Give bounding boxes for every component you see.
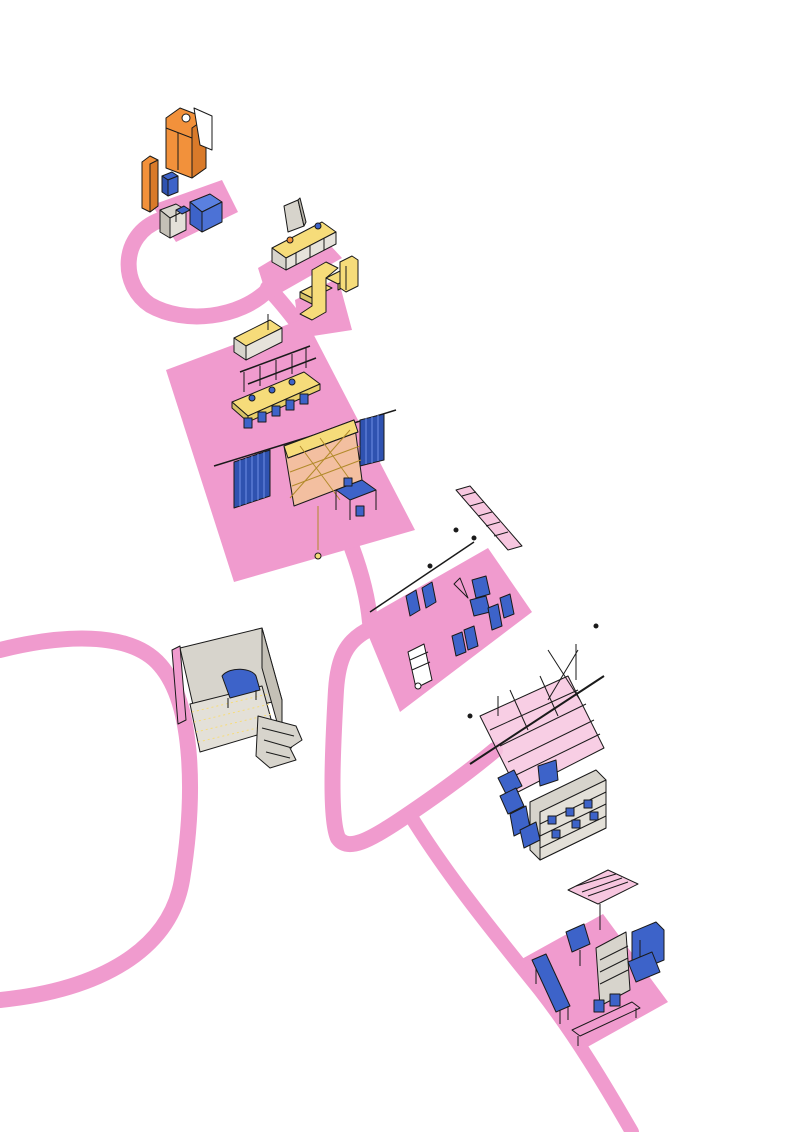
dressing-room-group	[141, 107, 223, 239]
path-middle-loop	[324, 620, 503, 852]
shelving-icon	[271, 221, 337, 271]
blue-cabinet-icon	[189, 193, 223, 233]
piano-room-group	[171, 627, 303, 769]
small-bench-icon	[233, 314, 283, 361]
chair-icon	[175, 205, 191, 222]
curtain-right-icon	[359, 413, 385, 467]
platform-studio	[362, 548, 532, 712]
canvas-panels-icon	[405, 575, 515, 657]
bookcase-group	[467, 623, 607, 861]
path-link-middle	[344, 540, 378, 630]
chairs-bottom-icon	[593, 993, 621, 1013]
shelf-rack-icon	[239, 345, 317, 392]
studio-group	[369, 485, 523, 690]
cart-icon	[407, 643, 433, 690]
curtain-icon	[233, 449, 271, 509]
low-bench-icon	[571, 1001, 641, 1046]
side-table-icon	[159, 203, 187, 239]
platform-workshop	[520, 914, 668, 1050]
path-left-loop	[0, 630, 198, 1008]
roof-grid-icon	[455, 485, 523, 551]
circulation-paths	[0, 212, 639, 1132]
chair-row-icon	[243, 393, 309, 429]
tall-cabinet-icon	[141, 155, 159, 213]
main-hall-group	[213, 314, 397, 560]
path-top-hook	[120, 212, 276, 325]
lamp-icon	[283, 197, 307, 233]
staircase-icon	[255, 715, 303, 769]
side-panel-icon	[171, 645, 187, 725]
wardrobe-icon	[165, 107, 213, 179]
dining-table-icon	[335, 477, 377, 520]
machine-icon	[565, 923, 591, 966]
screen-panel-icon	[595, 931, 631, 1007]
blue-stack-icon	[497, 759, 559, 849]
roof-grid-bottom-icon	[567, 869, 639, 930]
small-shelf-icon	[161, 171, 179, 197]
path-bottom-diagonal	[403, 808, 639, 1132]
shelving-group	[271, 197, 359, 321]
track-rail-icon	[369, 527, 477, 613]
workbench-icon	[531, 953, 571, 1024]
blue-cabinet-bottom-icon	[627, 921, 665, 983]
roof-frame-icon	[467, 623, 605, 793]
easel-icon	[453, 577, 469, 599]
standing-shelf-icon	[339, 255, 359, 293]
piano-icon	[221, 668, 261, 708]
bookcase-icon	[529, 769, 607, 861]
workshop-group	[531, 869, 665, 1046]
